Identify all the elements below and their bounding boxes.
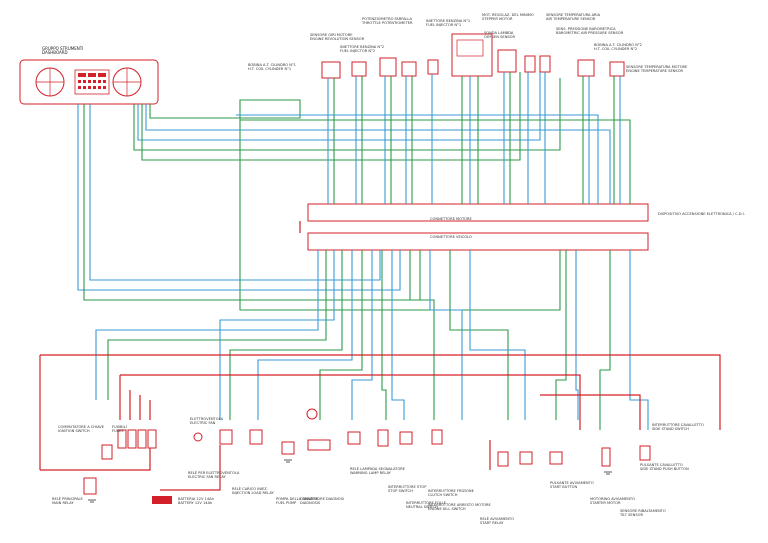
fuse1-box [117, 429, 127, 449]
engine-rev-box [351, 61, 367, 77]
battery-box [152, 496, 172, 504]
fan-relay-box [219, 429, 233, 445]
injection-relay-box [249, 429, 263, 445]
injection-relay-label: RELÈ CARICO INIEZ.INJECTION LOAD RELAY [232, 486, 275, 495]
tilt-box [601, 447, 611, 467]
start-relay-box [519, 451, 533, 465]
neutral-box [399, 431, 413, 445]
fuse3-box [137, 429, 147, 449]
lcd-display [74, 69, 110, 95]
clutch-box [431, 429, 443, 445]
diagnosis-box [307, 439, 331, 451]
fuse4-box [147, 429, 157, 449]
connector-vehicle-box [307, 232, 649, 251]
engine-temp-box [609, 61, 625, 77]
connector-engine-label: CONNETTORE MOTORE [430, 217, 473, 221]
coil2-box [577, 59, 595, 77]
stop-switch-box [377, 429, 389, 447]
sidestand-box [639, 445, 651, 461]
air-temp-box [524, 55, 536, 73]
ecu-group: CONNETTORE MOTORE CONNETTORE VEICOLO DIS… [307, 203, 745, 251]
wiring-power [39, 354, 721, 491]
wiring-middle [95, 250, 649, 430]
coil1-box [321, 61, 341, 79]
fuse2-box [127, 429, 137, 449]
diode-box [101, 444, 113, 460]
connector-vehicle-label: CONNETTORE VEICOLO [430, 235, 472, 239]
idle-box [451, 33, 493, 77]
connector-engine-box [307, 203, 649, 222]
injector1-box [427, 59, 439, 75]
injector2-box [379, 57, 397, 77]
kill-switch-box [497, 451, 509, 467]
ecu-label: DISPOSITIVO ACCENSIONE ELETTRONICA / C.D… [658, 212, 745, 216]
wiring-top [77, 72, 631, 311]
main-relay-box [83, 477, 97, 495]
fuel-pump-box [281, 441, 295, 455]
fan-motor [193, 432, 203, 442]
oxygen-box [497, 49, 517, 73]
ground-symbols [88, 459, 612, 503]
baro-box [539, 55, 551, 73]
warning-relay-box [347, 431, 361, 445]
tps-box [401, 61, 417, 77]
start-button-box [549, 451, 563, 465]
